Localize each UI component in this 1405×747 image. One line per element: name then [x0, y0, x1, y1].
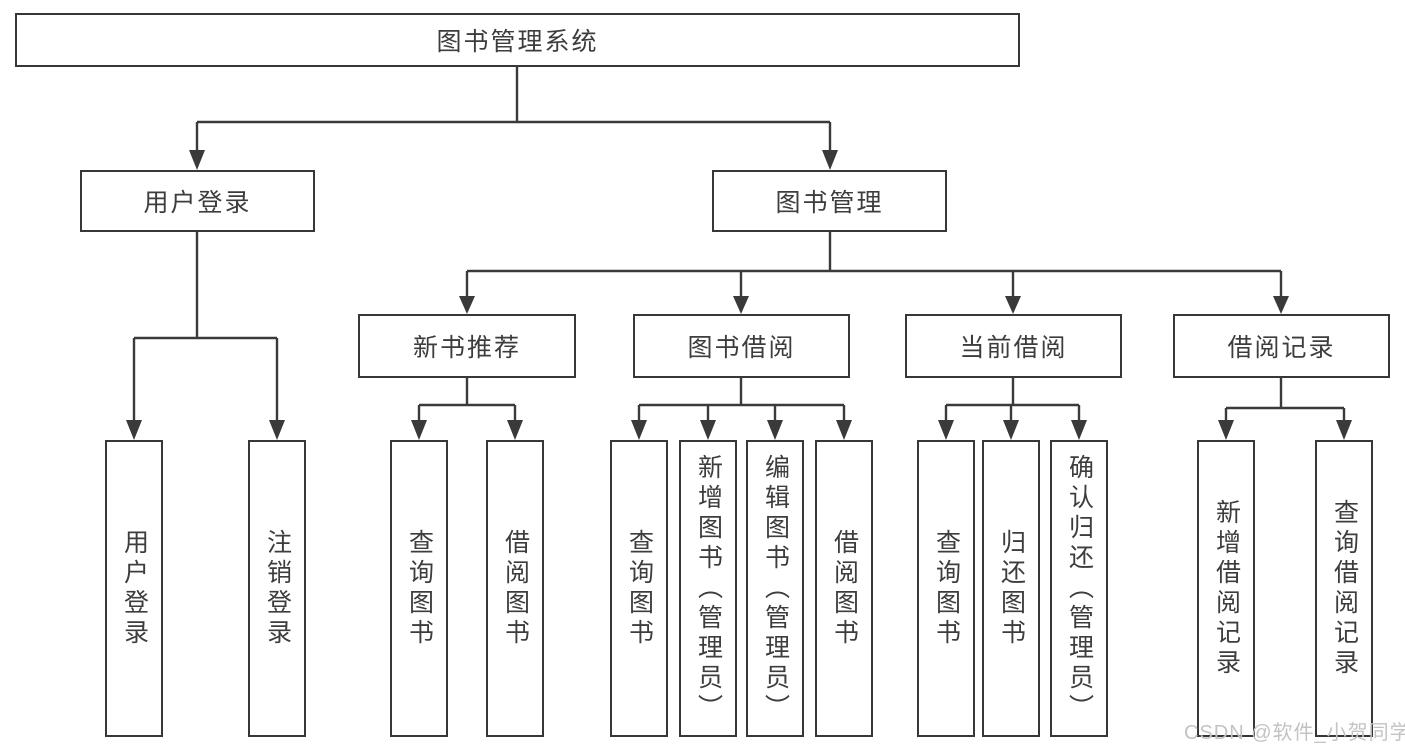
node-current-borrow: 当前借阅	[905, 314, 1122, 378]
leaf-borrow-book-recommend-label: 借阅图书	[501, 528, 530, 649]
leaf-query-book-borrow: 查询图书	[610, 440, 668, 737]
leaf-logout-label: 注销登录	[263, 528, 292, 649]
node-borrow-records: 借阅记录	[1173, 314, 1390, 378]
csdn-watermark: CSDN @软件_小贺同学	[1184, 722, 1405, 744]
node-new-book-recommend-label: 新书推荐	[412, 334, 521, 362]
leaf-add-borrow-record: 新增借阅记录	[1197, 440, 1255, 737]
node-book-management-label: 图书管理	[775, 189, 884, 217]
leaf-user-login-label: 用户登录	[120, 528, 149, 649]
leaf-confirm-return-admin-label: 确认归还（管理员）	[1065, 453, 1094, 724]
leaf-return-book-label: 归还图书	[997, 528, 1026, 649]
leaf-query-book-recommend: 查询图书	[390, 440, 448, 737]
node-book-borrow-label: 图书借阅	[687, 334, 796, 362]
leaf-query-borrow-record-label: 查询借阅记录	[1330, 498, 1359, 679]
leaf-confirm-return-admin: 确认归还（管理员）	[1050, 440, 1108, 737]
leaf-borrow-book: 借阅图书	[815, 440, 873, 737]
leaf-query-book-borrow-label: 查询图书	[625, 528, 654, 649]
leaf-query-borrow-record: 查询借阅记录	[1315, 440, 1373, 737]
leaf-query-book-current-label: 查询图书	[932, 528, 961, 649]
node-new-book-recommend: 新书推荐	[358, 314, 576, 378]
leaf-edit-book-admin: 编辑图书（管理员）	[746, 440, 804, 737]
node-current-borrow-label: 当前借阅	[959, 334, 1068, 362]
leaf-borrow-book-label: 借阅图书	[830, 528, 859, 649]
leaf-add-book-admin: 新增图书（管理员）	[679, 440, 737, 737]
leaf-return-book: 归还图书	[982, 440, 1040, 737]
leaf-logout: 注销登录	[248, 440, 306, 737]
node-user-login-label: 用户登录	[143, 189, 252, 217]
leaf-query-book-recommend-label: 查询图书	[405, 528, 434, 649]
arrowheads	[126, 150, 1352, 440]
leaf-add-borrow-record-label: 新增借阅记录	[1212, 498, 1241, 679]
node-root-label: 图书管理系统	[436, 28, 599, 56]
node-book-management: 图书管理	[712, 170, 947, 232]
leaf-add-book-admin-label: 新增图书（管理员）	[694, 453, 723, 724]
leaf-edit-book-admin-label: 编辑图书（管理员）	[761, 453, 790, 724]
node-book-borrow: 图书借阅	[633, 314, 850, 378]
node-root: 图书管理系统	[15, 13, 1020, 67]
leaf-borrow-book-recommend: 借阅图书	[486, 440, 544, 737]
leaf-user-login: 用户登录	[105, 440, 163, 737]
leaf-query-book-current: 查询图书	[917, 440, 975, 737]
node-borrow-records-label: 借阅记录	[1227, 334, 1336, 362]
node-user-login: 用户登录	[80, 170, 315, 232]
